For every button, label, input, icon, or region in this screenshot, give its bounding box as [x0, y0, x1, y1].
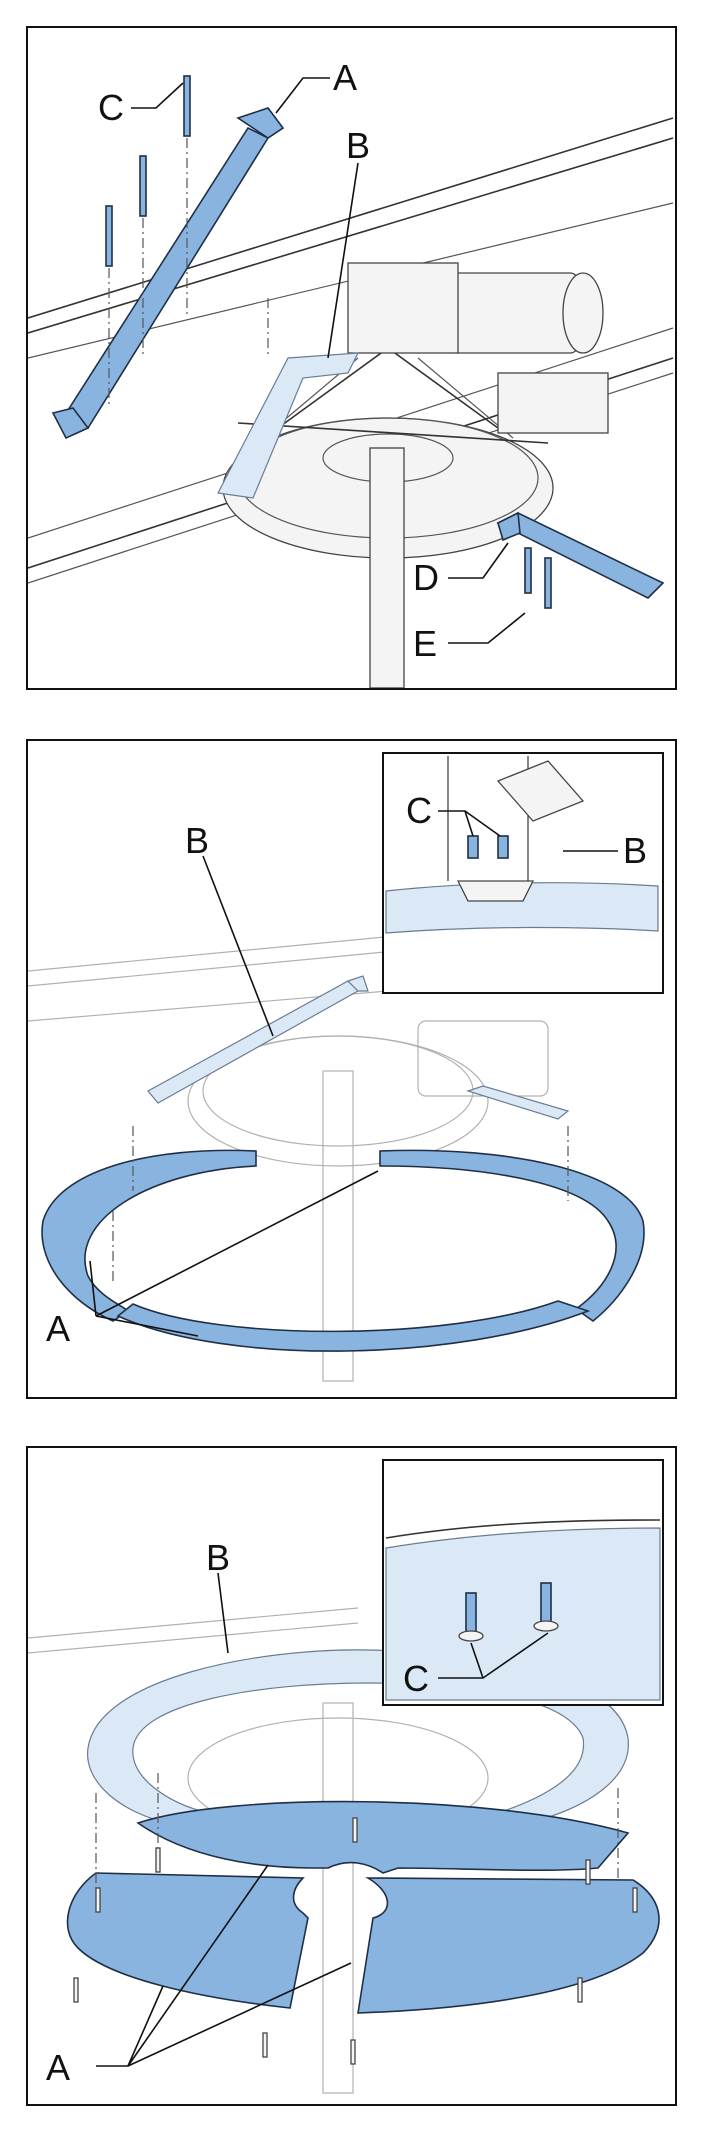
label-c: C [403, 1658, 429, 1699]
floor-screws [73, 1817, 638, 2065]
assembly-step-3-panel: B C A [26, 1446, 677, 2106]
label-a: A [46, 2047, 70, 2088]
alignment-lines-step-3 [95, 1773, 619, 1888]
drive-motor [347, 262, 609, 434]
mounting-plate [217, 352, 360, 499]
detail-inset [382, 752, 664, 994]
floor-plate-a-back [136, 1800, 630, 1874]
label-b-left: B [185, 820, 209, 861]
step-2-diagram: B B C A [28, 752, 664, 1382]
ring-segment-a-front [116, 1300, 591, 1352]
label-a: A [46, 1308, 70, 1349]
bolts-c [105, 75, 191, 267]
label-d: D [413, 557, 439, 598]
floor-plate-a-left [66, 1872, 309, 2009]
label-e: E [413, 623, 437, 664]
label-b-right: B [623, 830, 647, 871]
ring-segment-a-right [379, 1149, 645, 1323]
label-c: C [98, 87, 124, 128]
alignment-lines-step-1 [108, 138, 269, 408]
leader-lines-step-2 [89, 850, 618, 1337]
alignment-lines-step-2 [112, 1126, 569, 1281]
label-b: B [346, 125, 370, 166]
support-bar-d [496, 512, 665, 599]
label-c: C [406, 790, 432, 831]
assembly-step-1-panel: C A B D E [26, 26, 677, 690]
leader-lines-step-1 [131, 77, 526, 644]
central-shaft [369, 447, 405, 688]
ring-segment-a-left [41, 1149, 257, 1322]
bolts-e [524, 547, 552, 609]
label-b: B [206, 1537, 230, 1578]
leader-lines-step-3 [96, 1572, 352, 2067]
step-3-diagram: B C A [28, 1459, 664, 2094]
label-a: A [333, 57, 357, 98]
detail-inset [382, 1459, 664, 1706]
support-bracket-b-right [466, 1085, 570, 1120]
support-bar-a-flange [51, 407, 90, 440]
assembly-step-2-panel: B B C A [26, 739, 677, 1399]
support-bracket-b-left [147, 980, 359, 1104]
step-1-diagram: C A B D E [28, 57, 674, 688]
floor-plate-a-right [357, 1877, 660, 2014]
support-bar-a [61, 126, 270, 429]
